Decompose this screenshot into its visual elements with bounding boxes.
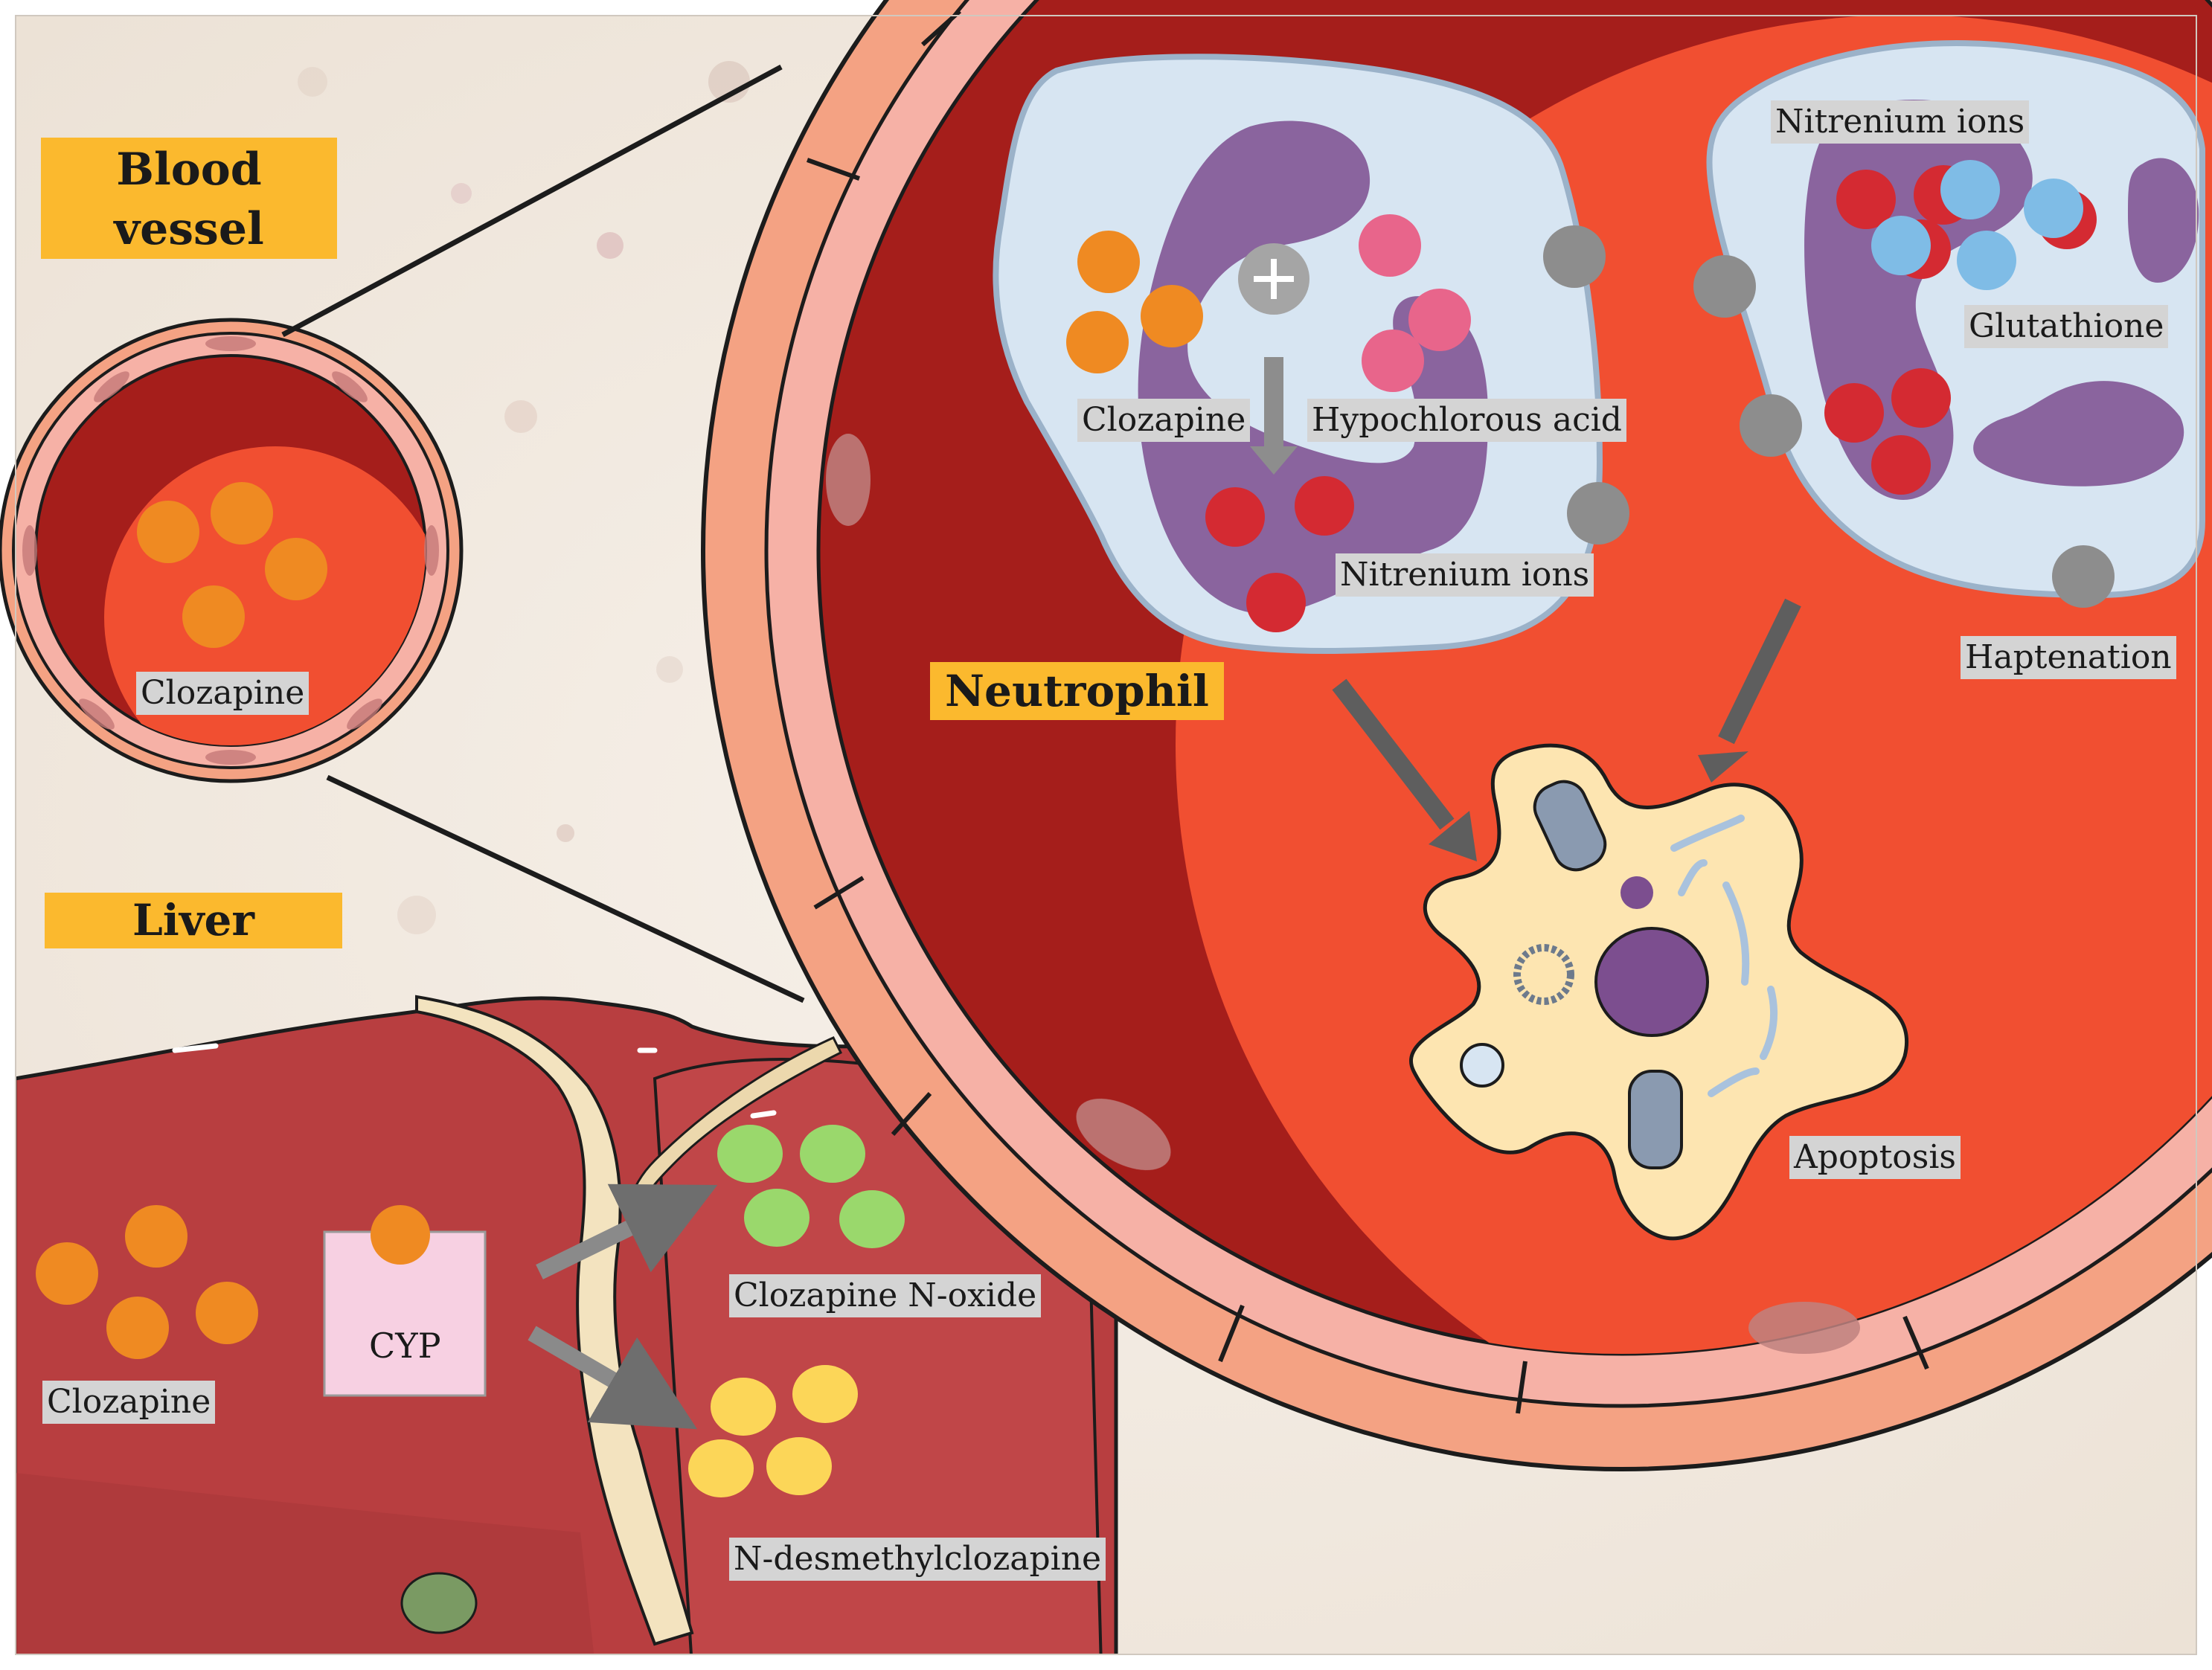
apoptotic-cell [1409, 743, 1908, 1241]
nitrenium-ion-molecule [1246, 573, 1306, 632]
small-blood-vessel [0, 318, 464, 783]
large-vessel-nuclei [826, 434, 1860, 1354]
arrow-to-n-oxide [536, 1184, 718, 1279]
clozapine-molecule [1066, 311, 1129, 373]
receptor-icon [1567, 482, 1629, 545]
glutathione-molecule [1940, 160, 2000, 219]
liver-highlight-3 [750, 1110, 777, 1119]
endothelial-cell-borders [806, 9, 1929, 1414]
nitrenium-ion-molecule [1205, 487, 1265, 547]
n-desmethylclozapine-molecule [792, 1365, 858, 1423]
blood-vessel-tag: Blood vessel [41, 138, 337, 259]
small-vessel-clozapine-molecules [137, 482, 327, 648]
nitrenium-ion-molecule [1871, 435, 1931, 495]
n-desmethylclozapine-molecule [688, 1439, 754, 1497]
clozapine-molecule [182, 585, 245, 648]
clozapine-liver-label: Clozapine [42, 1381, 216, 1424]
clozapine-n-oxide-molecule [744, 1189, 810, 1247]
cyp-bound-clozapine [371, 1205, 430, 1265]
clozapine-n-oxide-molecule [717, 1125, 783, 1183]
n-desmethylclozapine-label: N-desmethylclozapine [729, 1538, 1106, 1581]
clozapine-molecule [265, 538, 327, 600]
nitrenium-ions-right-label: Nitrenium ions [1771, 100, 2030, 144]
glutathione-molecule [1957, 231, 2016, 290]
clozapine-molecule [196, 1282, 258, 1344]
arrow-right-to-apoptosis-head [1698, 751, 1748, 783]
receptor-icon [1543, 225, 1606, 288]
lysosome [1460, 1043, 1504, 1088]
clozapine-molecule [125, 1205, 187, 1268]
centriole-ring [1513, 944, 1574, 1005]
glutathione-label: Glutathione [1964, 305, 2169, 348]
neutrophil-tag: Neutrophil [930, 662, 1224, 720]
clozapine-molecule [211, 482, 273, 545]
clozapine-vessel-label: Clozapine [136, 672, 310, 715]
nitrenium-ion-molecule [1295, 476, 1354, 536]
glutathione-molecule [1871, 216, 1931, 275]
neutrophil-right-molecules [1824, 160, 2097, 495]
small-vessel-nuclei [22, 336, 439, 765]
clozapine-n-oxide-molecule [839, 1190, 905, 1248]
hypochlorous-acid-molecule [1359, 214, 1421, 277]
clozapine-molecule [106, 1297, 169, 1359]
cyp-label: CYP [369, 1326, 441, 1366]
arrow-left-to-apoptosis [1332, 678, 1455, 830]
metabolism-arrows [528, 1184, 718, 1430]
liver-clozapine-molecules [36, 1205, 258, 1359]
apoptosis-label: Apoptosis [1789, 1136, 1961, 1179]
falciform-ligament [415, 995, 694, 1646]
clozapine-molecule [1141, 285, 1203, 347]
arrow-right-to-apoptosis [1718, 598, 1801, 745]
apoptotic-cell-nucleus [1594, 927, 1709, 1037]
neutrophil-left-molecules [1066, 214, 1471, 632]
hypochlorous-acid-molecule [1362, 330, 1424, 392]
endoplasmic-reticulum [1670, 815, 1778, 1097]
haptenation-receptors [1543, 225, 2115, 608]
plus-icon-cross [1254, 259, 1294, 299]
receptor-icon [1693, 255, 1756, 318]
clozapine-n-oxide-molecule [800, 1125, 865, 1183]
nitrenium-ion-molecule [1824, 383, 1884, 443]
apoptosis-arrows [1332, 598, 1801, 830]
arrow-to-desmethyl [528, 1326, 698, 1430]
zoom-lines [281, 64, 805, 1003]
clozapine-neutrophil-label: Clozapine [1077, 399, 1251, 442]
receptor-icon [2052, 545, 2115, 608]
clozapine-molecule [137, 501, 199, 563]
nitrenium-ion-molecule [1891, 368, 1951, 428]
liver-highlight-1 [172, 1043, 219, 1053]
clozapine-molecule [1077, 231, 1140, 293]
mitochondrion-bottom [1628, 1070, 1683, 1169]
n-desmethylclozapine-molecule [766, 1437, 832, 1495]
mitochondrion-top [1533, 780, 1607, 872]
cyp-enzyme [323, 1205, 487, 1397]
clozapine-molecule [36, 1242, 98, 1305]
arrow-down-head [1250, 446, 1298, 475]
hypochlorous-acid-molecule [1408, 289, 1471, 351]
haptenation-label: Haptenation [1961, 636, 2176, 679]
gallbladder [400, 1572, 478, 1634]
liver-tag: Liver [45, 893, 342, 948]
glutathione-molecule [2024, 179, 2083, 238]
n-desmethylclozapine-molecule [711, 1378, 776, 1436]
clozapine-n-oxide-label: Clozapine N-oxide [729, 1274, 1042, 1317]
nitrenium-ion-molecule [1836, 170, 1896, 229]
receptor-icon [1740, 394, 1802, 457]
apoptotic-body [1620, 876, 1653, 909]
hypochlorous-acid-label: Hypochlorous acid [1307, 399, 1626, 442]
nitrenium-ions-left-label: Nitrenium ions [1336, 553, 1594, 597]
arrow-left-to-apoptosis-head [1429, 811, 1477, 861]
